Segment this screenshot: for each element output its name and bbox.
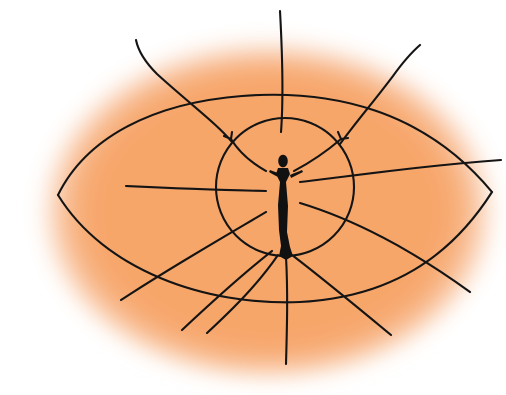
ray-bottom-center — [286, 257, 287, 364]
orange-glow-background — [40, 33, 496, 377]
